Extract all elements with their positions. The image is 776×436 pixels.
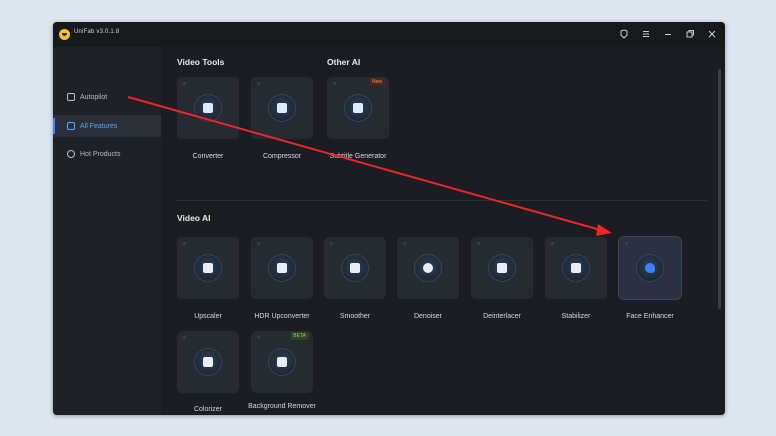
- card-dot: [257, 82, 260, 85]
- card-deinterlacer[interactable]: [471, 237, 533, 299]
- card-label: HDR Upconverter: [254, 313, 310, 320]
- card-label: Stabilizer: [561, 313, 591, 320]
- section-title-other-ai: Other AI: [327, 57, 361, 67]
- card-subtitle-generator[interactable]: New: [327, 77, 389, 139]
- card-label: Background Remover: [248, 403, 316, 410]
- restore-icon[interactable]: [683, 27, 697, 41]
- sidebar-item-label: Autopilot: [80, 93, 108, 101]
- close-icon[interactable]: [705, 27, 719, 41]
- card-smoother[interactable]: [324, 237, 386, 299]
- card-face-enhancer[interactable]: [619, 237, 681, 299]
- card-stabilizer[interactable]: [545, 237, 607, 299]
- flame-icon: [67, 150, 75, 158]
- card-dot: [183, 242, 186, 245]
- card-dot: [257, 242, 260, 245]
- new-badge: New: [368, 78, 385, 86]
- menu-icon[interactable]: [639, 27, 653, 41]
- card-dot: [330, 242, 333, 245]
- denoise-icon: [414, 254, 442, 282]
- card-label: Smoother: [339, 313, 371, 320]
- main-content: Video Tools Other AI Converter Compresso…: [161, 47, 725, 415]
- card-dot: [551, 242, 554, 245]
- autopilot-icon: [67, 93, 75, 101]
- card-label: Colorizer: [193, 406, 222, 413]
- card-converter[interactable]: [177, 77, 239, 139]
- scrollbar[interactable]: [718, 69, 721, 309]
- card-dot: [257, 336, 260, 339]
- title-bar: UniFab v3.0.1.8: [53, 22, 725, 47]
- sidebar-item-all-features[interactable]: All Features: [53, 115, 161, 137]
- card-dot: [183, 336, 186, 339]
- smooth-icon: [341, 254, 369, 282]
- theme-icon[interactable]: [617, 27, 631, 41]
- subtitle-icon: [344, 94, 372, 122]
- card-colorizer[interactable]: [177, 331, 239, 393]
- section-divider: [175, 200, 707, 201]
- card-upscaler[interactable]: [177, 237, 239, 299]
- card-denoiser[interactable]: [397, 237, 459, 299]
- card-dot: [403, 242, 406, 245]
- card-label: Denoiser: [413, 313, 442, 320]
- card-label: Compressor: [262, 153, 302, 160]
- compress-icon: [268, 94, 296, 122]
- card-hdr-upconverter[interactable]: [251, 237, 313, 299]
- sidebar-item-hot-products[interactable]: Hot Products: [53, 143, 161, 165]
- app-logo-icon: [59, 29, 70, 40]
- card-dot: [477, 242, 480, 245]
- card-background-remover[interactable]: BETA: [251, 331, 313, 393]
- upscale-icon: [194, 254, 222, 282]
- app-title: UniFab v3.0.1.8: [74, 29, 120, 35]
- card-label: Upscaler: [194, 313, 222, 320]
- sidebar: Autopilot All Features Hot Products: [53, 47, 161, 415]
- sidebar-item-label: All Features: [80, 122, 118, 130]
- card-label: Deinterlacer: [483, 313, 521, 320]
- sidebar-item-autopilot[interactable]: Autopilot: [53, 86, 161, 108]
- face-icon: [636, 254, 664, 282]
- card-dot: [183, 82, 186, 85]
- section-title-video-tools: Video Tools: [177, 57, 225, 67]
- beta-badge: BETA: [290, 332, 309, 340]
- card-dot: [625, 242, 628, 245]
- minimize-icon[interactable]: [661, 27, 675, 41]
- convert-icon: [194, 94, 222, 122]
- section-title-video-ai: Video AI: [177, 213, 211, 223]
- grid-icon: [67, 122, 75, 130]
- card-label: Subtitle Generator: [329, 153, 387, 160]
- sidebar-item-label: Hot Products: [80, 150, 121, 158]
- card-dot: [333, 82, 336, 85]
- bg-remove-icon: [268, 348, 296, 376]
- app-window: UniFab v3.0.1.8 Autopilot All Features H…: [53, 22, 725, 415]
- card-compressor[interactable]: [251, 77, 313, 139]
- deinterlace-icon: [488, 254, 516, 282]
- card-label: Converter: [192, 153, 224, 160]
- card-label: Face Enhancer: [626, 313, 674, 320]
- stabilize-icon: [562, 254, 590, 282]
- colorize-icon: [194, 348, 222, 376]
- hdr-icon: [268, 254, 296, 282]
